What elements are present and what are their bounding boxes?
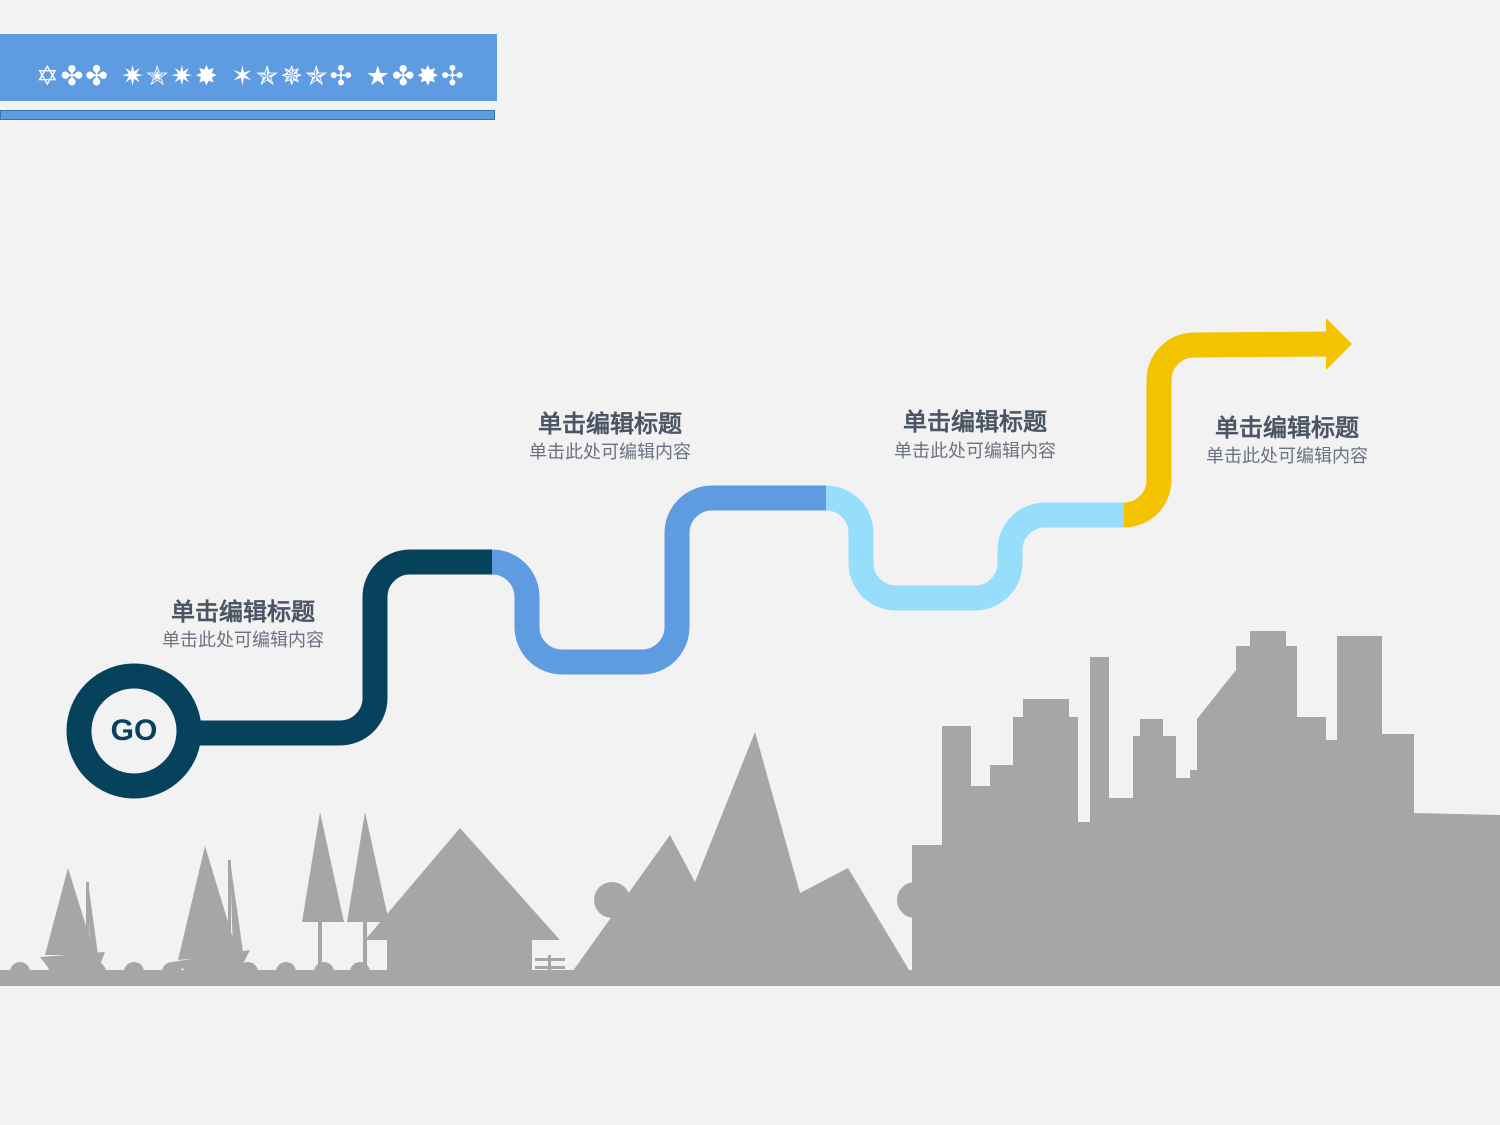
house-icon [365, 828, 565, 972]
step-1-title[interactable]: 单击编辑标题 [171, 598, 315, 626]
sailboat-icon [172, 846, 250, 970]
scenery-silhouette [0, 631, 1500, 986]
step-4-title[interactable]: 单击编辑标题 [1215, 414, 1359, 442]
path-segment-2 [491, 485, 826, 675]
tree-icon [302, 812, 344, 972]
sailboat-icon [40, 868, 105, 970]
go-label[interactable]: GO [110, 714, 158, 747]
arrow-head-icon [1326, 318, 1352, 370]
waves [10, 962, 370, 982]
step-3-title[interactable]: 单击编辑标题 [903, 408, 1047, 436]
city-skyline-icon [897, 631, 1500, 975]
mountain-icon [570, 732, 912, 975]
step-1-desc[interactable]: 单击此处可编辑内容 [162, 630, 324, 651]
step-3-desc[interactable]: 单击此处可编辑内容 [894, 441, 1056, 462]
title-underline [0, 110, 495, 120]
title-bar [0, 34, 497, 101]
slide-title[interactable]: ✡✤✤ ✷✭✷✸ ✶✯✵✯✣ ★✤✸✣ [36, 61, 466, 92]
path-segment-1 [196, 549, 492, 746]
step-2-title[interactable]: 单击编辑标题 [538, 410, 682, 438]
start-circle-icon[interactable] [66, 663, 202, 799]
path-segment-3 [825, 485, 1124, 611]
step-2-desc[interactable]: 单击此处可编辑内容 [529, 442, 691, 463]
path-segment-4 [1123, 331, 1331, 528]
step-4-desc[interactable]: 单击此处可编辑内容 [1206, 446, 1368, 467]
tree-icon [347, 812, 389, 972]
